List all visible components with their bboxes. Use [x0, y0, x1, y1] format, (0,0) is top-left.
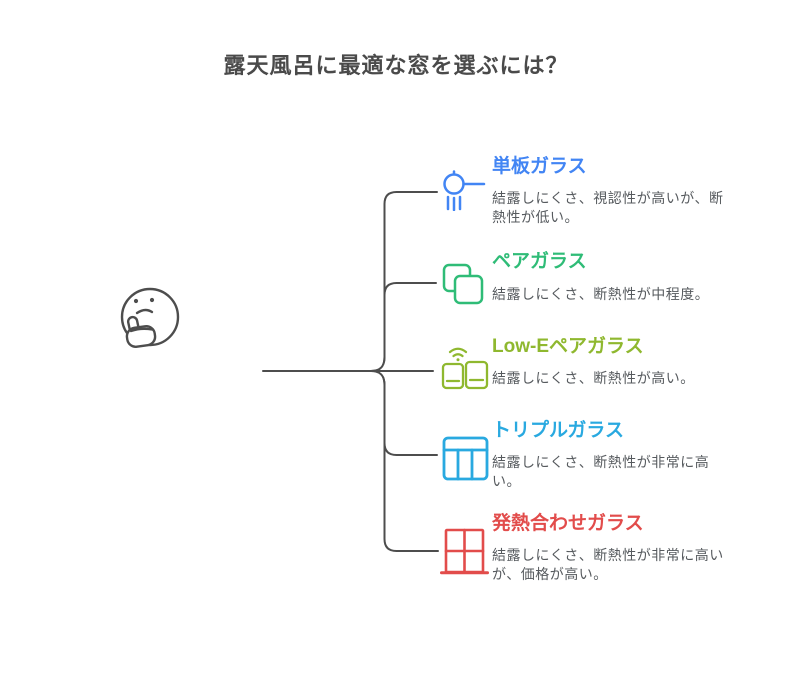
node-label-lowe-pair-glass: Low-Eペアガラス	[492, 336, 644, 357]
table-columns-icon	[441, 435, 489, 483]
node-label-pair-glass: ペアガラス	[492, 251, 587, 272]
node-label-triple-glass: トリプルガラス	[492, 420, 625, 441]
node-desc-triple-glass: 結露しにくさ、断熱性が非常に高 い。	[492, 454, 710, 489]
page-title: 露天風呂に最適な窓を選ぶには？	[223, 53, 569, 78]
node-desc-lowe-pair-glass: 結露しにくさ、断熱性が高い。	[492, 370, 695, 386]
node-desc-tanban-glass: 結露しにくさ、視認性が高いが、断 熱性が低い。	[492, 190, 724, 225]
shower-head-icon	[438, 163, 486, 211]
node-label-heated-laminated-glass: 発熱合わせガラス	[492, 513, 644, 534]
copy-squares-icon	[438, 258, 486, 306]
window-panes-icon	[440, 526, 490, 576]
node-desc-heated-laminated-glass: 結露しにくさ、断熱性が非常に高い が、価格が高い。	[492, 547, 724, 582]
wifi-devices-icon	[436, 338, 490, 392]
thinking-face-icon	[112, 278, 192, 358]
node-label-tanban-glass: 単板ガラス	[492, 156, 587, 177]
node-desc-pair-glass: 結露しにくさ、断熱性が中程度。	[492, 286, 710, 302]
